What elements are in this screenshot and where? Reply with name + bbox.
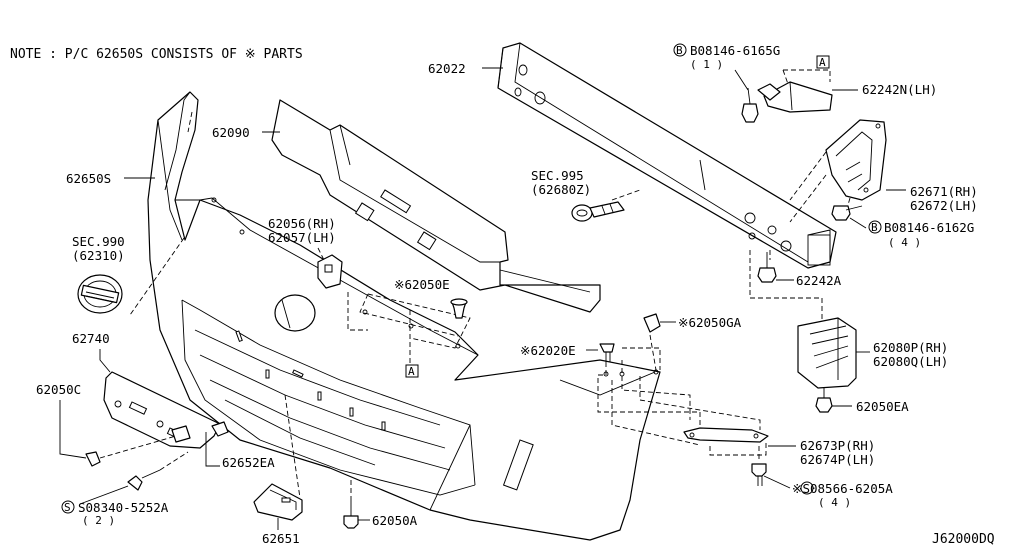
label-62740: 62740 bbox=[72, 331, 110, 346]
clip-62050ga bbox=[643, 313, 661, 333]
lower-cover-62651 bbox=[253, 483, 303, 521]
clip-62050c bbox=[85, 425, 191, 467]
diagram-code: J62000DQ bbox=[932, 532, 995, 547]
bolt-08146-6165g bbox=[673, 43, 759, 123]
label-08566-6205a: ※S08566-6205A bbox=[792, 481, 893, 496]
dashed-62242n bbox=[782, 69, 831, 85]
leader-62740 bbox=[99, 349, 111, 373]
label-08340-5252a-qty: ( 2 ) bbox=[82, 514, 115, 527]
label-62242a: 62242A bbox=[796, 273, 842, 288]
dashed-62651 bbox=[284, 394, 301, 499]
fascia-clip-dashed-box bbox=[347, 292, 471, 365]
leader-62056 bbox=[317, 247, 326, 263]
label-62050c: 62050C bbox=[36, 382, 81, 397]
leader-08340-5252a bbox=[79, 485, 129, 505]
ref-marker-a-upper-text: A bbox=[819, 56, 826, 69]
bracket-62673p bbox=[683, 427, 769, 443]
reinforcement-beam-62022 bbox=[497, 42, 837, 269]
leader-62652ea bbox=[205, 432, 220, 467]
bracket-62056 bbox=[317, 254, 343, 289]
ref-marker-a-lower bbox=[405, 364, 419, 378]
label-08146-6162g-qty: ( 4 ) bbox=[888, 236, 921, 249]
ref-marker-a-lower-text: A bbox=[408, 365, 415, 378]
clip-62050e bbox=[450, 298, 468, 319]
dashed-62671 bbox=[789, 151, 827, 223]
dashed-62080p bbox=[749, 250, 823, 320]
label-62672: 62672(LH) bbox=[910, 198, 978, 213]
label-62090: 62090 bbox=[212, 125, 250, 140]
bolt-62050ea bbox=[815, 388, 833, 413]
label-08146-6162g-circle: B bbox=[871, 221, 878, 234]
clip-62020e bbox=[599, 343, 615, 362]
label-62050e: ※62050E bbox=[394, 277, 450, 292]
ref-marker-a-upper bbox=[816, 55, 830, 69]
circle-b-6162g bbox=[868, 220, 882, 234]
stay-62671 bbox=[825, 119, 887, 201]
leader-08566-6205a bbox=[763, 475, 791, 489]
dashed-62050c bbox=[99, 435, 177, 459]
leader-08146-6165g bbox=[734, 69, 749, 91]
label-08146-6165g: B08146-6165G bbox=[690, 43, 780, 58]
bumper-fascia-62650s bbox=[147, 91, 661, 541]
label-sec990-part: (62310) bbox=[72, 248, 125, 263]
bolt-62242a bbox=[757, 252, 777, 283]
screw-08566-6205a bbox=[751, 463, 767, 486]
screw-08340-5252a bbox=[127, 469, 161, 491]
label-08566-6205a-qty: ( 4 ) bbox=[818, 496, 851, 509]
label-62080p: 62080P(RH) bbox=[873, 340, 948, 355]
energy-absorber-62090 bbox=[271, 99, 601, 313]
bolt-08146-6162g bbox=[831, 205, 863, 221]
label-62050ea: 62050EA bbox=[856, 399, 909, 414]
dashed-62673p-guides bbox=[597, 334, 767, 456]
bracket-62080p bbox=[797, 317, 857, 389]
label-62056: 62056(RH) bbox=[268, 216, 336, 231]
label-sec995-part: (62680Z) bbox=[531, 182, 591, 197]
label-sec990: SEC.990 bbox=[72, 234, 125, 249]
bolt-62050a bbox=[343, 500, 359, 529]
clip-62652ea bbox=[211, 421, 229, 437]
label-sec995: SEC.995 bbox=[531, 168, 584, 183]
tow-hook-62680z bbox=[571, 201, 625, 222]
circle-s-5252a-text: S bbox=[64, 501, 71, 514]
label-62242n: 62242N(LH) bbox=[862, 82, 937, 97]
note-text: NOTE : P/C 62650S CONSISTS OF ※ PARTS bbox=[10, 47, 303, 62]
leader-62050c bbox=[59, 400, 87, 459]
label-08146-6165g-qty: ( 1 ) bbox=[690, 58, 723, 71]
dashed-08340 bbox=[159, 451, 189, 471]
circle-s-5252a bbox=[61, 500, 75, 514]
label-62671: 62671(RH) bbox=[910, 184, 978, 199]
label-62673p: 62673P(RH) bbox=[800, 438, 875, 453]
fascia-clip-guide-1 bbox=[187, 111, 193, 133]
label-62080q: 62080Q(LH) bbox=[873, 354, 948, 369]
dashed-08146-6162g bbox=[847, 197, 851, 206]
label-08146-6165g-circle: B bbox=[676, 44, 683, 57]
label-62651: 62651 bbox=[262, 531, 300, 546]
label-62050a: 62050A bbox=[372, 513, 418, 528]
label-08146-6162g: B08146-6162G bbox=[884, 220, 974, 235]
leader-08146-6162g bbox=[849, 217, 867, 229]
circle-s-6205a bbox=[800, 481, 814, 495]
label-62674p: 62674P(LH) bbox=[800, 452, 875, 467]
label-62652ea: 62652EA bbox=[222, 455, 275, 470]
label-62057: 62057(LH) bbox=[268, 230, 336, 245]
label-08340-5252a: S08340-5252A bbox=[78, 500, 169, 515]
label-62020e: ※62020E bbox=[520, 343, 576, 358]
leader-tow-hook bbox=[611, 189, 641, 201]
emblem-62310 bbox=[77, 274, 123, 314]
label-62650s: 62650S bbox=[66, 171, 111, 186]
label-62050ga: ※62050GA bbox=[678, 315, 742, 330]
label-62022: 62022 bbox=[428, 61, 466, 76]
bracket-62242n bbox=[757, 81, 833, 113]
